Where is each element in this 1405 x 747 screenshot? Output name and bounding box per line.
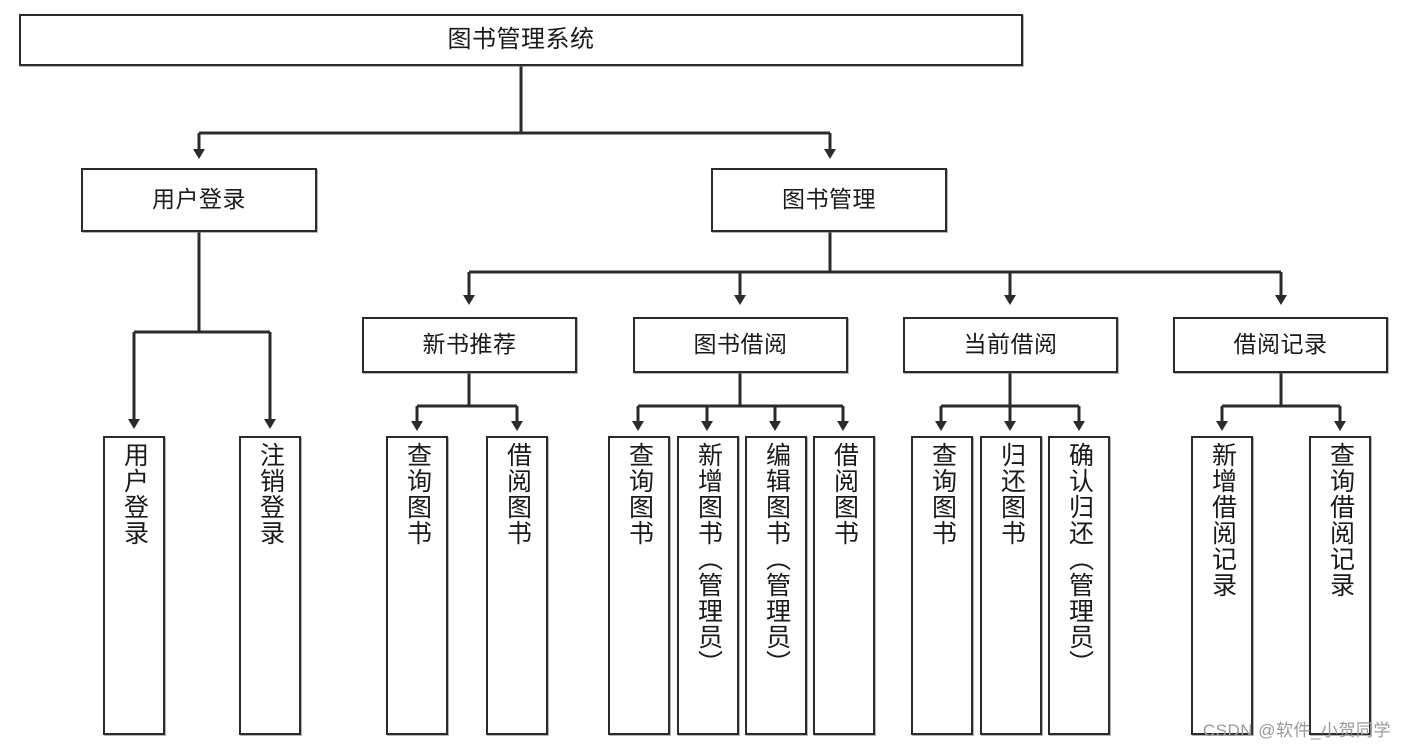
- node-book-borrow-label: 图书借阅: [693, 331, 788, 358]
- node-leaf-query-book-1-label: 查询图书: [403, 442, 432, 546]
- node-new-book-recommend-label: 新书推荐: [422, 331, 517, 358]
- node-current-borrow[interactable]: 当前借阅: [903, 317, 1118, 373]
- node-leaf-query-book-3[interactable]: 查询图书: [911, 436, 973, 735]
- node-leaf-query-record-label: 查询借阅记录: [1326, 442, 1355, 598]
- node-book-manage-label: 图书管理: [782, 186, 876, 213]
- node-root-label: 图书管理系统: [447, 25, 595, 53]
- node-borrow-record[interactable]: 借阅记录: [1173, 317, 1388, 373]
- watermark: CSDN @软件_小贺同学: [1202, 721, 1391, 740]
- node-leaf-borrow-book-2[interactable]: 借阅图书: [813, 436, 875, 735]
- node-book-borrow[interactable]: 图书借阅: [633, 317, 848, 373]
- node-book-manage[interactable]: 图书管理: [711, 168, 947, 232]
- node-leaf-return-book[interactable]: 归还图书: [980, 436, 1042, 735]
- node-leaf-edit-book-label: 编辑图书（管理员）: [762, 442, 791, 676]
- node-new-book-recommend[interactable]: 新书推荐: [362, 317, 577, 373]
- node-borrow-record-label: 借阅记录: [1233, 331, 1328, 358]
- node-leaf-confirm-return-label: 确认归还（管理员）: [1065, 442, 1094, 676]
- node-leaf-logout[interactable]: 注销登录: [239, 436, 301, 735]
- node-leaf-borrow-book-2-label: 借阅图书: [830, 442, 859, 546]
- node-root[interactable]: 图书管理系统: [19, 14, 1023, 66]
- node-leaf-add-record[interactable]: 新增借阅记录: [1191, 436, 1253, 735]
- node-leaf-return-book-label: 归还图书: [997, 442, 1026, 546]
- node-leaf-query-book-2[interactable]: 查询图书: [608, 436, 670, 735]
- node-leaf-logout-label: 注销登录: [256, 442, 285, 546]
- node-leaf-user-login[interactable]: 用户登录: [103, 436, 165, 735]
- node-leaf-user-login-label: 用户登录: [120, 442, 149, 546]
- node-leaf-query-book-2-label: 查询图书: [625, 442, 654, 546]
- node-user-login-label: 用户登录: [152, 186, 246, 213]
- node-leaf-borrow-book-1[interactable]: 借阅图书: [486, 436, 548, 735]
- node-leaf-add-record-label: 新增借阅记录: [1208, 442, 1237, 598]
- node-leaf-confirm-return[interactable]: 确认归还（管理员）: [1048, 436, 1110, 735]
- node-leaf-add-book[interactable]: 新增图书（管理员）: [677, 436, 739, 735]
- node-leaf-borrow-book-1-label: 借阅图书: [503, 442, 532, 546]
- node-leaf-query-record[interactable]: 查询借阅记录: [1309, 436, 1371, 735]
- node-leaf-query-book-1[interactable]: 查询图书: [386, 436, 448, 735]
- node-current-borrow-label: 当前借阅: [963, 331, 1058, 358]
- node-leaf-add-book-label: 新增图书（管理员）: [694, 442, 723, 676]
- node-leaf-query-book-3-label: 查询图书: [928, 442, 957, 546]
- node-leaf-edit-book[interactable]: 编辑图书（管理员）: [745, 436, 807, 735]
- node-user-login[interactable]: 用户登录: [81, 168, 317, 232]
